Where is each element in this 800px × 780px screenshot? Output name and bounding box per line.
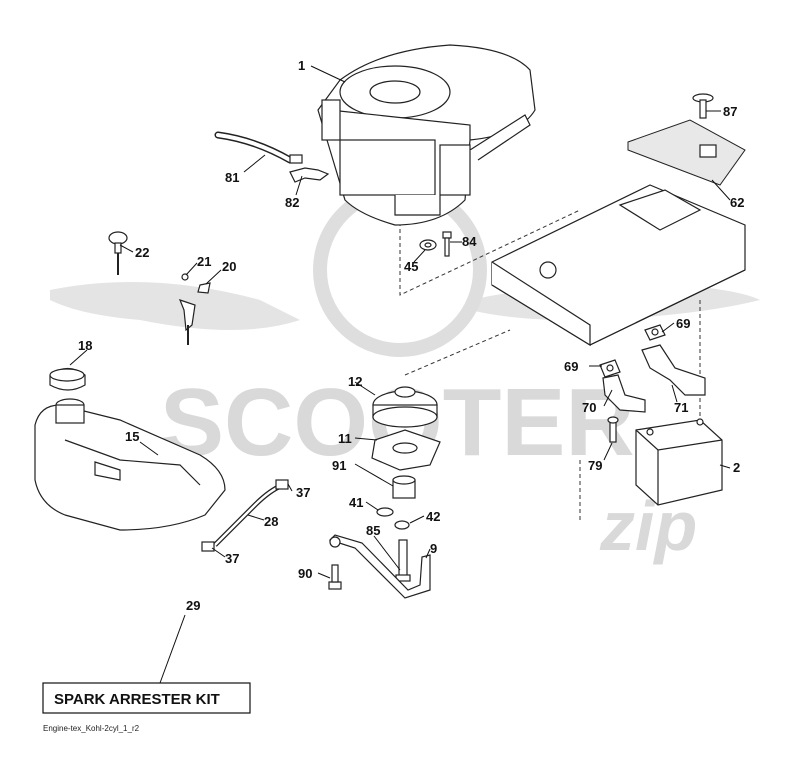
callout-62: 62 bbox=[730, 195, 744, 210]
callouts: 1 87 81 82 62 84 45 22 21 20 69 18 12 69… bbox=[78, 58, 744, 613]
callout-37-b: 37 bbox=[225, 551, 239, 566]
kit-label-box bbox=[42, 682, 251, 714]
shield-62 bbox=[627, 119, 746, 186]
exhaust-pipe-70 bbox=[602, 374, 646, 413]
callout-41: 41 bbox=[349, 495, 363, 510]
clutch-11 bbox=[371, 429, 441, 471]
callout-12: 12 bbox=[348, 374, 362, 389]
gasket-69-a bbox=[644, 324, 666, 341]
callout-90: 90 bbox=[298, 566, 312, 581]
callout-28: 28 bbox=[264, 514, 278, 529]
callout-70: 70 bbox=[582, 400, 596, 415]
spark-arrester-leader bbox=[159, 614, 186, 684]
spark-arrester-kit: SPARK ARRESTER KIT bbox=[42, 682, 251, 714]
callout-84: 84 bbox=[462, 234, 477, 249]
callout-29: 29 bbox=[186, 598, 200, 613]
bolt-79 bbox=[607, 416, 619, 443]
bolt-87 bbox=[692, 93, 714, 119]
washer-41 bbox=[376, 507, 394, 517]
callout-71: 71 bbox=[674, 400, 688, 415]
callout-37-a: 37 bbox=[296, 485, 310, 500]
callout-79: 79 bbox=[588, 458, 602, 473]
callout-42: 42 bbox=[426, 509, 440, 524]
callout-69-b: 69 bbox=[564, 359, 578, 374]
fuel-line-28 bbox=[201, 479, 289, 552]
callout-1: 1 bbox=[298, 58, 305, 73]
leader-lines bbox=[69, 65, 731, 579]
fuel-tank bbox=[34, 398, 226, 531]
callout-87: 87 bbox=[723, 104, 737, 119]
callout-82: 82 bbox=[285, 195, 299, 210]
bolt-84 bbox=[442, 231, 452, 257]
callout-11: 11 bbox=[338, 431, 352, 446]
washer-42 bbox=[394, 520, 410, 530]
muffler-2 bbox=[635, 418, 723, 506]
callout-81: 81 bbox=[225, 170, 239, 185]
pulley-12 bbox=[372, 386, 438, 428]
callout-21: 21 bbox=[197, 254, 211, 269]
exhaust-pipe-71 bbox=[641, 344, 706, 396]
bolt-90 bbox=[328, 564, 342, 590]
spacer-91 bbox=[392, 475, 416, 499]
screw-22 bbox=[108, 231, 128, 275]
fuel-fitting bbox=[289, 167, 330, 183]
gasket-69-b bbox=[599, 359, 621, 378]
fuel-cap bbox=[49, 367, 86, 391]
nut-45 bbox=[419, 239, 437, 251]
callout-18: 18 bbox=[78, 338, 92, 353]
bracket-9 bbox=[328, 534, 431, 599]
hidden-lines bbox=[399, 209, 701, 520]
callout-69-a: 69 bbox=[676, 316, 690, 331]
bracket-20-21 bbox=[178, 273, 211, 345]
engine bbox=[317, 44, 536, 226]
callout-91: 91 bbox=[332, 458, 346, 473]
callout-45: 45 bbox=[404, 259, 418, 274]
callout-20: 20 bbox=[222, 259, 236, 274]
callout-9: 9 bbox=[430, 541, 437, 556]
fuel-hose bbox=[214, 131, 303, 164]
bolt-85 bbox=[395, 539, 411, 582]
footer-reference: Engine-tex_Kohl-2cyl_1_r2 bbox=[43, 724, 140, 733]
kit-label: SPARK ARRESTER KIT bbox=[54, 691, 220, 708]
callout-22: 22 bbox=[135, 245, 149, 260]
chassis-frame bbox=[491, 184, 746, 347]
callout-85: 85 bbox=[366, 523, 380, 538]
callout-15: 15 bbox=[125, 429, 139, 444]
callout-2: 2 bbox=[733, 460, 740, 475]
